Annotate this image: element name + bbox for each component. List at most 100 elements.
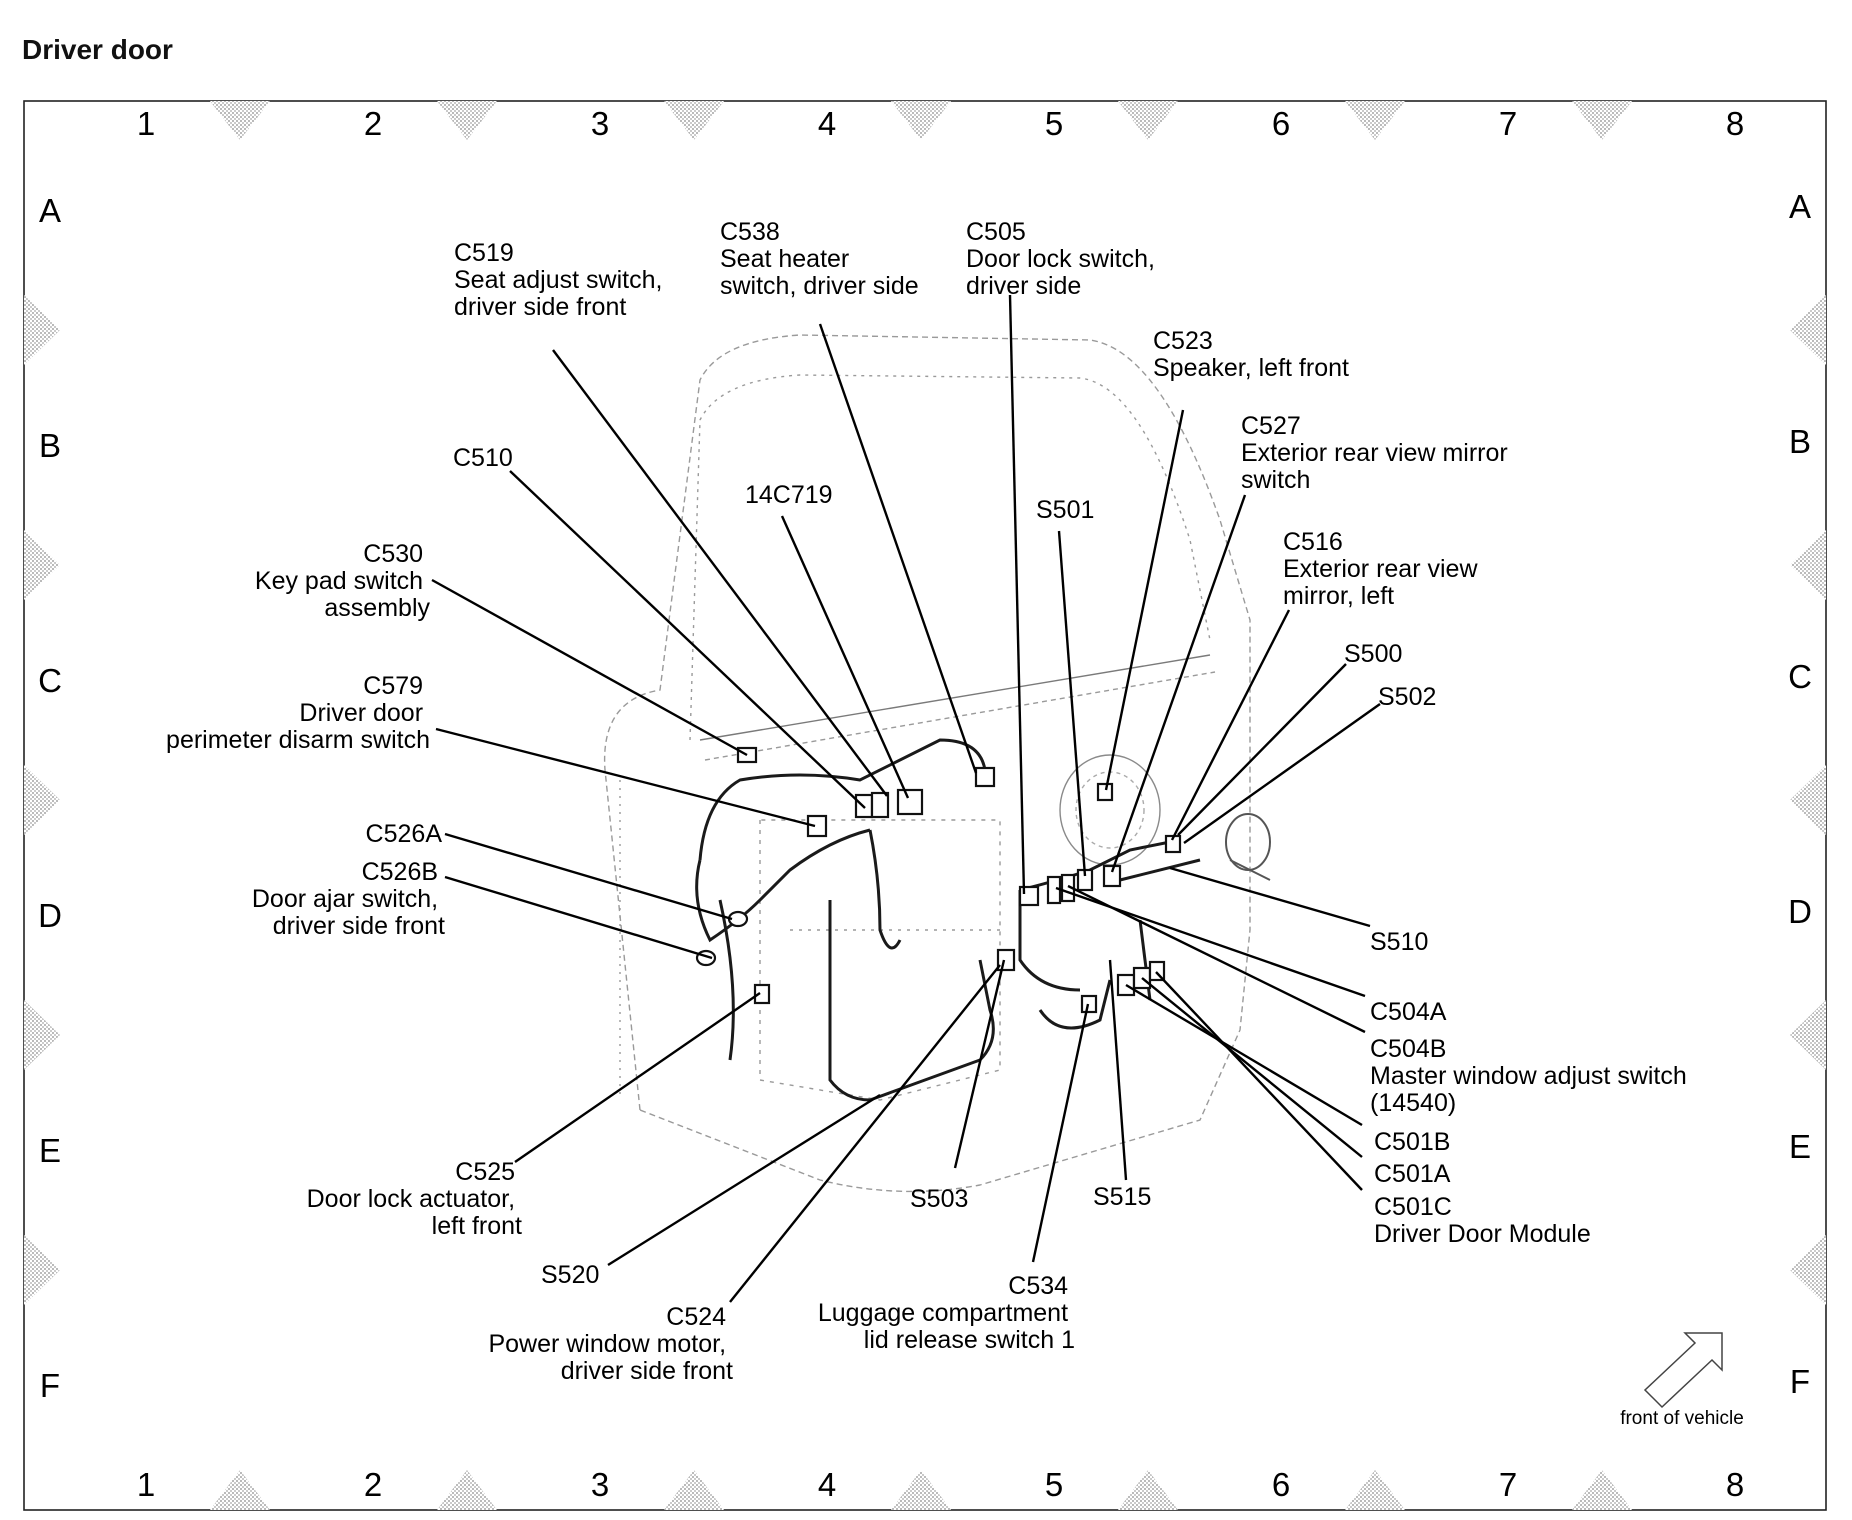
grid-col-1-bottom: 1	[137, 1466, 155, 1503]
callout-c525-line3: left front	[432, 1212, 522, 1240]
callout-s500-id: S500	[1344, 640, 1402, 668]
callout-c534: C534 Luggage compartment lid release swi…	[818, 1272, 1075, 1354]
callout-s515-id: S515	[1093, 1183, 1151, 1211]
callout-c579: C579 Driver door perimeter disarm switch	[166, 672, 430, 754]
callout-s510-id: S510	[1370, 928, 1428, 956]
callout-c504a-id: C504A	[1370, 998, 1447, 1026]
callout-c534-line3: lid release switch 1	[864, 1326, 1075, 1354]
callout-c516-id: C516	[1283, 528, 1343, 556]
grid-col-4-bottom: 4	[818, 1466, 836, 1503]
callout-c524-line3: driver side front	[561, 1357, 733, 1385]
callout-c505-id: C505	[966, 218, 1026, 246]
callout-c579-line2: Driver door	[299, 699, 423, 727]
callout-c525-line2: Door lock actuator,	[307, 1185, 515, 1213]
grid-col-7: 7	[1499, 105, 1517, 142]
callout-s501: S501	[1036, 496, 1094, 524]
grid-row-c-right: C	[1788, 658, 1812, 695]
callout-c501c-line2: Driver Door Module	[1374, 1220, 1591, 1248]
grid-col-5: 5	[1045, 105, 1063, 142]
callout-c538-line3: switch, driver side	[720, 272, 919, 300]
row-labels-left: A B C D E F	[38, 192, 62, 1404]
callout-c504b-line2: Master window adjust switch	[1370, 1062, 1687, 1090]
callout-c523-line2: Speaker, left front	[1153, 354, 1349, 382]
grid-col-8: 8	[1726, 105, 1744, 142]
callout-s501-id: S501	[1036, 496, 1094, 524]
callout-c501a-id: C501A	[1374, 1160, 1451, 1188]
front-of-vehicle-label: front of vehicle	[1620, 1408, 1744, 1429]
column-labels-bottom: 1 2 3 4 5 6 7 8	[137, 1466, 1744, 1503]
grid-row-b: B	[39, 427, 61, 464]
callout-c524-line2: Power window motor,	[488, 1330, 726, 1358]
callout-c579-line3: perimeter disarm switch	[166, 726, 430, 754]
callout-c519-id: C519	[454, 239, 514, 267]
column-labels-top: 1 2 3 4 5 6 7 8	[137, 105, 1744, 142]
callout-c505: C505 Door lock switch, driver side	[966, 218, 1162, 300]
callout-c538: C538 Seat heater switch, driver side	[720, 218, 919, 300]
callout-14c719: 14C719	[745, 481, 833, 509]
callout-c519-line3: driver side front	[454, 293, 626, 321]
grid-markers	[24, 101, 1826, 1510]
callout-s515: S515	[1093, 1183, 1151, 1211]
callout-s503: S503	[910, 1185, 968, 1213]
connector-c579	[806, 814, 828, 838]
connector-c524	[996, 948, 1016, 972]
callout-c527-line3: switch	[1241, 466, 1310, 494]
callout-c534-id: C534	[1008, 1272, 1068, 1300]
callout-c526b-line2: Door ajar switch,	[252, 885, 438, 913]
callout-c523: C523 Speaker, left front	[1153, 327, 1349, 382]
callout-c538-id: C538	[720, 218, 780, 246]
callout-c504b: C504B Master window adjust switch (14540…	[1370, 1035, 1694, 1117]
callout-c525: C525 Door lock actuator, left front	[307, 1158, 522, 1240]
grid-row-d: D	[38, 897, 62, 934]
callout-c538-line2: Seat heater	[720, 245, 849, 273]
grid-col-2: 2	[364, 105, 382, 142]
callout-c527: C527 Exterior rear view mirror switch	[1241, 412, 1515, 494]
callout-c501b-id: C501B	[1374, 1128, 1450, 1156]
callout-c525-id: C525	[455, 1158, 515, 1186]
callout-labels: C519 Seat adjust switch, driver side fro…	[166, 218, 1694, 1385]
callout-c510: C510	[453, 444, 513, 472]
callout-c530: C530 Key pad switch assembly	[255, 540, 431, 622]
callout-c530-line3: assembly	[324, 594, 430, 622]
leader-lines	[431, 294, 1381, 1303]
connector-c523	[1096, 782, 1114, 802]
callout-c519-line2: Seat adjust switch,	[454, 266, 662, 294]
callout-c504b-line3: (14540)	[1370, 1089, 1456, 1117]
grid-col-8-bottom: 8	[1726, 1466, 1744, 1503]
grid-col-2-bottom: 2	[364, 1466, 382, 1503]
callout-c516-line3: mirror, left	[1283, 582, 1394, 610]
callout-c516: C516 Exterior rear view mirror, left	[1283, 528, 1484, 610]
callout-c516-line2: Exterior rear view	[1283, 555, 1478, 583]
connector-c519	[870, 791, 890, 819]
grid-col-3-bottom: 3	[591, 1466, 609, 1503]
door-panel-drawing	[603, 334, 1271, 1193]
grid-row-f-right: F	[1790, 1363, 1810, 1400]
connector-c527	[1102, 864, 1122, 888]
callout-c579-id: C579	[363, 672, 423, 700]
callout-c526b-line3: driver side front	[273, 912, 445, 940]
callout-c510-id: C510	[453, 444, 513, 472]
callout-c526a: C526A	[366, 820, 443, 848]
callout-s520: S520	[541, 1261, 599, 1289]
callout-c501a: C501A	[1374, 1160, 1451, 1188]
callout-c526b: C526B Door ajar switch, driver side fron…	[252, 858, 445, 940]
callout-c501c-id: C501C	[1374, 1193, 1452, 1221]
callout-c524: C524 Power window motor, driver side fro…	[488, 1303, 733, 1385]
callout-s500: S500	[1344, 640, 1402, 668]
grid-row-a: A	[39, 192, 61, 229]
connector-14c719	[896, 788, 924, 816]
grid-col-6-bottom: 6	[1272, 1466, 1290, 1503]
grid-col-3: 3	[591, 105, 609, 142]
grid-col-4: 4	[818, 105, 836, 142]
callout-s503-id: S503	[910, 1185, 968, 1213]
callout-c524-id: C524	[666, 1303, 726, 1331]
grid-col-7-bottom: 7	[1499, 1466, 1517, 1503]
wiring-harness	[695, 738, 1201, 1102]
grid-col-5-bottom: 5	[1045, 1466, 1063, 1503]
grid-row-b-right: B	[1789, 423, 1811, 460]
arrow-up-right-icon	[1643, 1332, 1723, 1409]
callout-c530-id: C530	[363, 540, 423, 568]
callout-14c719-id: 14C719	[745, 481, 833, 509]
callout-c504b-id: C504B	[1370, 1035, 1446, 1063]
